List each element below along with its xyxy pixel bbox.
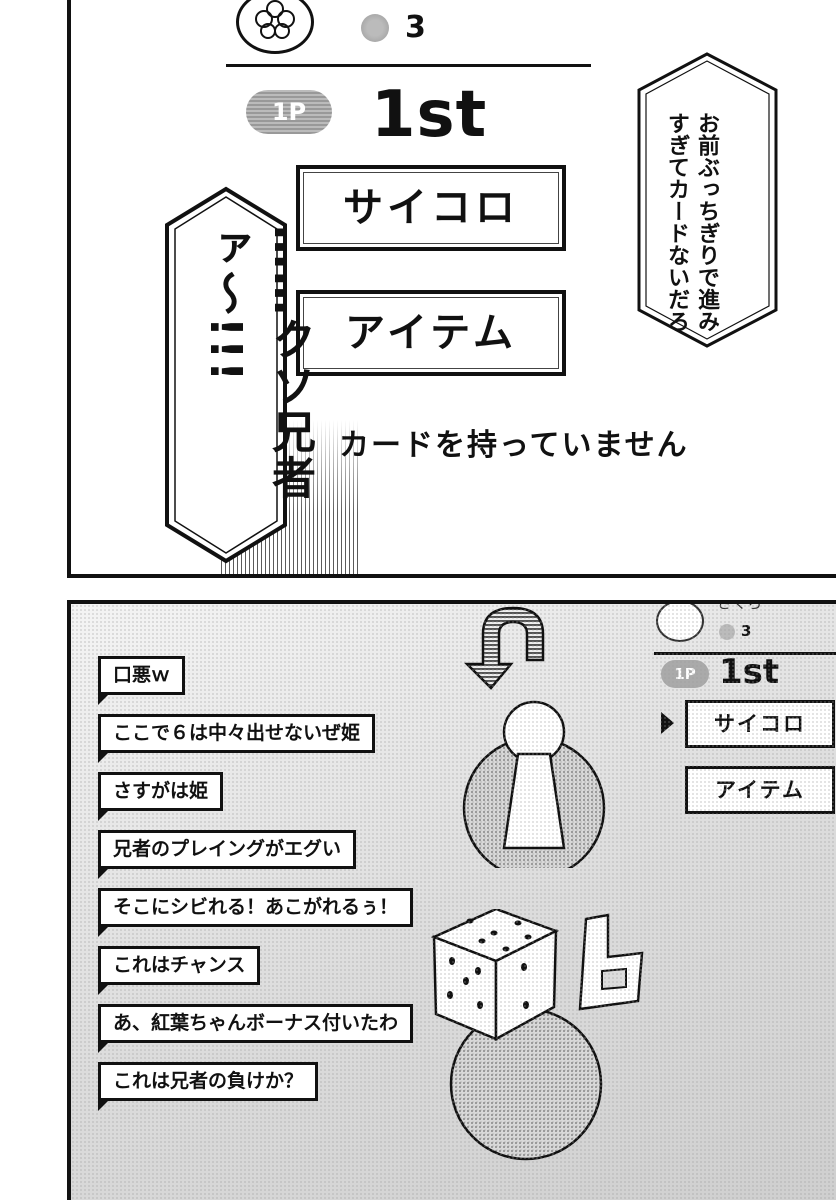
- speech-text-left: ……クソ兄者ァ〜!!!: [200, 225, 315, 501]
- chat-message: あ、紅葉ちゃんボーナス付いたわ: [98, 1004, 414, 1053]
- chat-message: 口悪ｗ: [98, 656, 186, 705]
- coin-count: 3: [741, 622, 752, 640]
- no-cards-message: カードを持っていません: [339, 428, 689, 463]
- player-tag: 1P: [661, 660, 709, 688]
- rank-label: 1st: [371, 78, 488, 152]
- hud-divider: [226, 64, 591, 67]
- dice-menu-button[interactable]: サイコロ: [296, 165, 566, 251]
- chat-list: 口悪ｗ ここで６は中々出せないぜ姫 さすがは姫 兄者のプレイングがエグい そこに…: [98, 656, 414, 1120]
- keyhole-pawn-icon: [462, 700, 606, 868]
- sakura-emblem-icon: [656, 604, 704, 642]
- speech-text-right: お前ぶっちぎりで進みすぎてカードないだろ: [664, 112, 719, 332]
- u-turn-arrow-icon: [463, 606, 545, 690]
- chat-message: さすがは姫: [98, 772, 224, 821]
- coin-count: 3: [405, 10, 426, 45]
- coin-icon: [361, 14, 389, 42]
- dice-result-graphic: [430, 909, 644, 1161]
- rank-label: 1st: [719, 652, 780, 692]
- item-menu-button[interactable]: アイテム: [685, 766, 835, 814]
- speech-bubble-left: ……クソ兄者ァ〜!!!: [163, 185, 315, 565]
- speech-bubble-right: お前ぶっちぎりで進みすぎてカードないだろ: [635, 50, 780, 350]
- selection-cursor-icon: [661, 712, 674, 734]
- coin-icon: [719, 624, 735, 640]
- chat-message: これは兄者の負けか？: [98, 1062, 319, 1111]
- player-name: さくら: [717, 600, 763, 612]
- item-menu-button[interactable]: アイテム: [296, 290, 566, 376]
- sakura-emblem-icon: [236, 0, 314, 54]
- player-tag: 1P: [246, 90, 332, 134]
- chat-message: これはチャンス: [98, 946, 261, 995]
- chat-message: 兄者のプレイングがエグい: [98, 830, 357, 879]
- dice-menu-button[interactable]: サイコロ: [685, 700, 835, 748]
- chat-message: そこにシビれる！あこがれるぅ！: [98, 888, 414, 937]
- bottom-panel: 口悪ｗ ここで６は中々出せないぜ姫 さすがは姫 兄者のプレイングがエグい そこに…: [67, 600, 836, 1200]
- hud-divider: [654, 652, 836, 655]
- chat-message: ここで６は中々出せないぜ姫: [98, 714, 376, 763]
